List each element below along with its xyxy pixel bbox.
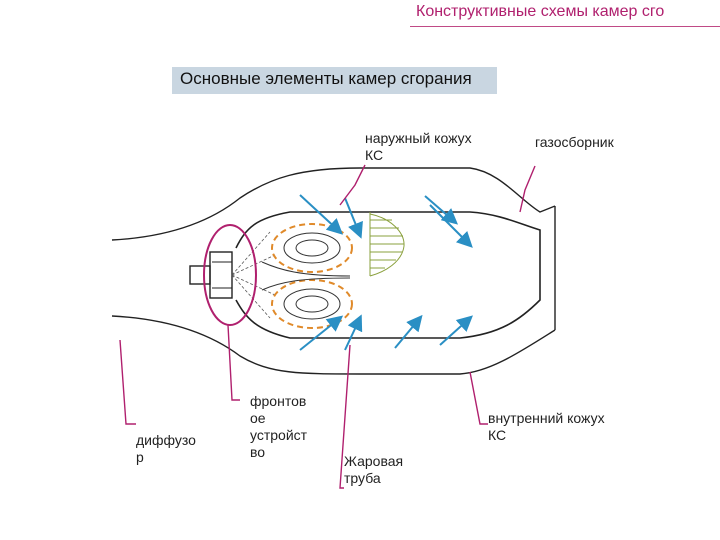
label-outer-casing-line1: наружный кожух bbox=[365, 130, 472, 146]
label-inner-casing: внутренний кожух КС bbox=[488, 410, 605, 444]
outer-casing-line bbox=[111, 167, 556, 241]
label-diffuser-line1: диффузо bbox=[136, 432, 196, 448]
leader-lines bbox=[119, 164, 536, 489]
flame-tube-inner bbox=[235, 290, 541, 339]
fuel-nozzle bbox=[189, 265, 211, 285]
front-device-highlight bbox=[203, 224, 257, 326]
front-device-body bbox=[209, 251, 233, 299]
label-front-device-line3: устройст bbox=[250, 427, 308, 443]
slide-subtitle: Основные элементы камер сгорания bbox=[180, 69, 472, 88]
label-gas-collector: газосборник bbox=[535, 134, 614, 150]
label-outer-casing-line2: КС bbox=[365, 147, 384, 163]
label-front-device: фронтов ое устройст во bbox=[250, 393, 307, 461]
label-flame-tube: Жаровая труба bbox=[344, 453, 403, 487]
fuel-spray bbox=[231, 231, 276, 319]
label-front-device-line2: ое bbox=[250, 410, 266, 426]
label-diffuser-line2: р bbox=[136, 449, 144, 465]
velocity-profile bbox=[369, 212, 405, 277]
slide-header-title: Конструктивные схемы камер сго bbox=[416, 3, 665, 20]
header-underline bbox=[410, 26, 720, 27]
label-inner-casing-line1: внутренний кожух bbox=[488, 410, 605, 426]
subtitle-background bbox=[172, 67, 497, 94]
label-flame-tube-line1: Жаровая bbox=[344, 453, 404, 469]
label-diffuser: диффузо р bbox=[136, 432, 196, 466]
label-front-device-line4: во bbox=[250, 444, 266, 460]
label-outer-casing: наружный кожух КС bbox=[365, 130, 472, 164]
inner-casing-line bbox=[111, 315, 556, 375]
flame-tube-outer bbox=[235, 211, 541, 290]
air-flow-arrows bbox=[299, 194, 473, 351]
label-inner-casing-line2: КС bbox=[488, 427, 507, 443]
vortex-lines bbox=[261, 232, 351, 320]
label-flame-tube-line2: труба bbox=[344, 470, 381, 486]
recirculation-zones bbox=[271, 223, 353, 329]
label-front-device-line1: фронтов bbox=[250, 393, 307, 409]
